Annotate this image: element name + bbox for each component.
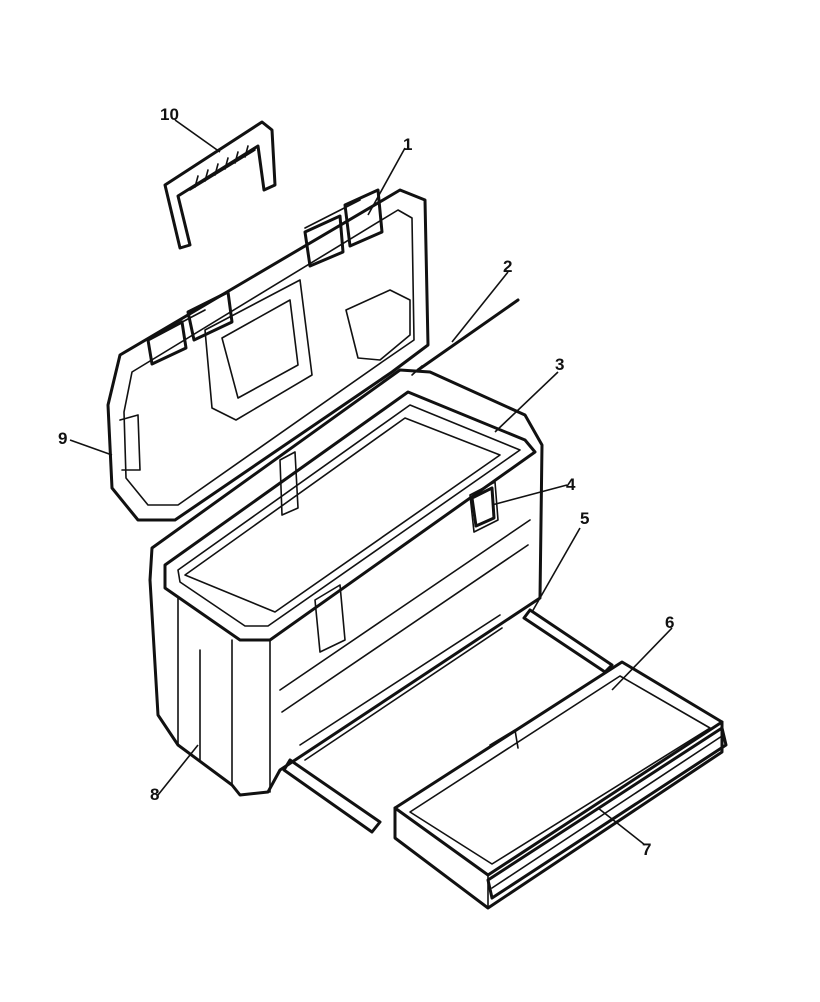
callout-2: 2 (503, 257, 512, 276)
callout-3: 3 (555, 355, 564, 374)
callout-8: 8 (150, 785, 159, 804)
callout-5: 5 (580, 509, 589, 528)
leader-lines (69, 119, 673, 846)
drawer-part (299, 614, 724, 910)
catch-part (470, 486, 496, 528)
lid-part (106, 188, 430, 522)
tray-insert-part (184, 417, 501, 613)
callout-7: 7 (642, 840, 651, 859)
callout-4: 4 (566, 475, 576, 494)
latch-part (146, 188, 384, 366)
drawer-rail-part (486, 726, 728, 900)
callout-labels: 10 1 2 3 4 5 6 7 8 9 (58, 105, 674, 859)
callout-6: 6 (665, 613, 674, 632)
box-body-part (148, 368, 544, 797)
callout-9: 9 (58, 429, 67, 448)
handle-part (163, 120, 277, 250)
callout-10: 10 (160, 105, 179, 124)
callout-1: 1 (403, 135, 412, 154)
drawer-slide-part (282, 608, 614, 834)
